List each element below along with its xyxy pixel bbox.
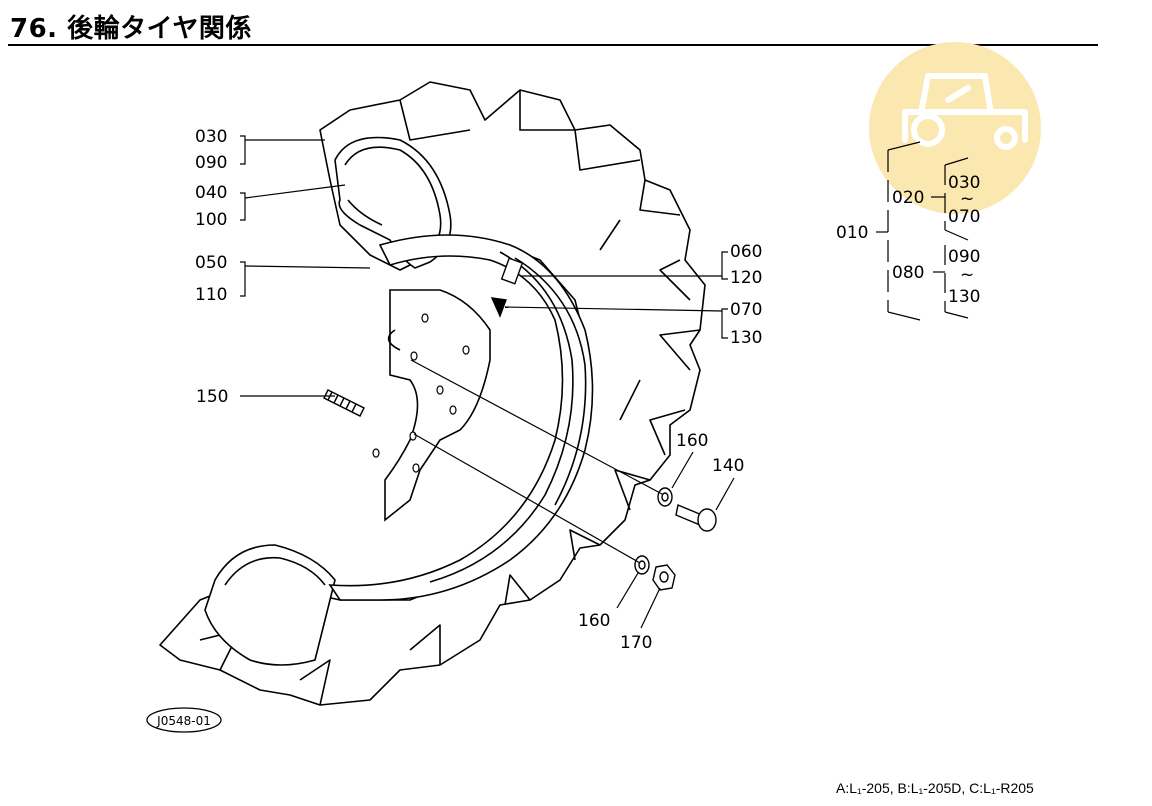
diagram-code-text: J0548-01 [156,714,211,728]
fasteners [634,487,717,591]
tree-020-from: 030 [948,173,980,193]
tree-group-020: 020 [892,188,924,208]
label-050: 050 [195,253,227,273]
tree-root-010: 010 [836,223,868,243]
stud-bolt [323,389,365,417]
leader-lines [240,135,735,629]
model-applicability-note: A:L₁-205, B:L₁-205D, C:L₁-R205 [836,780,1034,796]
diagram-code-badge: J0548-01 [146,707,222,733]
label-090: 090 [195,153,227,173]
label-120: 120 [730,268,762,288]
part-labels: 030 090 040 100 050 110 060 120 070 130 … [195,127,762,653]
tree-020-tilde: ~ [960,189,974,209]
title-rule [8,44,1098,46]
label-070: 070 [730,300,762,320]
tree-group-080: 080 [892,263,924,283]
label-100: 100 [195,210,227,230]
inner-tube-bottom [204,544,336,666]
tree-080-from: 090 [948,247,980,267]
label-160-upper: 160 [676,431,708,451]
tree-080-to: 130 [948,287,980,307]
label-130: 130 [730,328,762,348]
tree-020-to: 070 [948,207,980,227]
label-160-lower: 160 [578,611,610,631]
label-170: 170 [620,633,652,653]
label-140: 140 [712,456,744,476]
assembly-tree: 010 020 030 ~ 070 080 090 ~ 130 [836,141,980,321]
rear-tire [159,81,706,706]
label-110: 110 [195,285,227,305]
wheel-rim [328,234,594,601]
valve-stem [490,257,524,318]
label-030: 030 [195,127,227,147]
tractor-logo-watermark [869,42,1041,214]
label-040: 040 [195,183,227,203]
tree-080-tilde: ~ [960,265,974,285]
label-060: 060 [730,242,762,262]
label-150: 150 [196,387,228,407]
page-title: 76. 後輪タイヤ関係 [10,14,252,44]
